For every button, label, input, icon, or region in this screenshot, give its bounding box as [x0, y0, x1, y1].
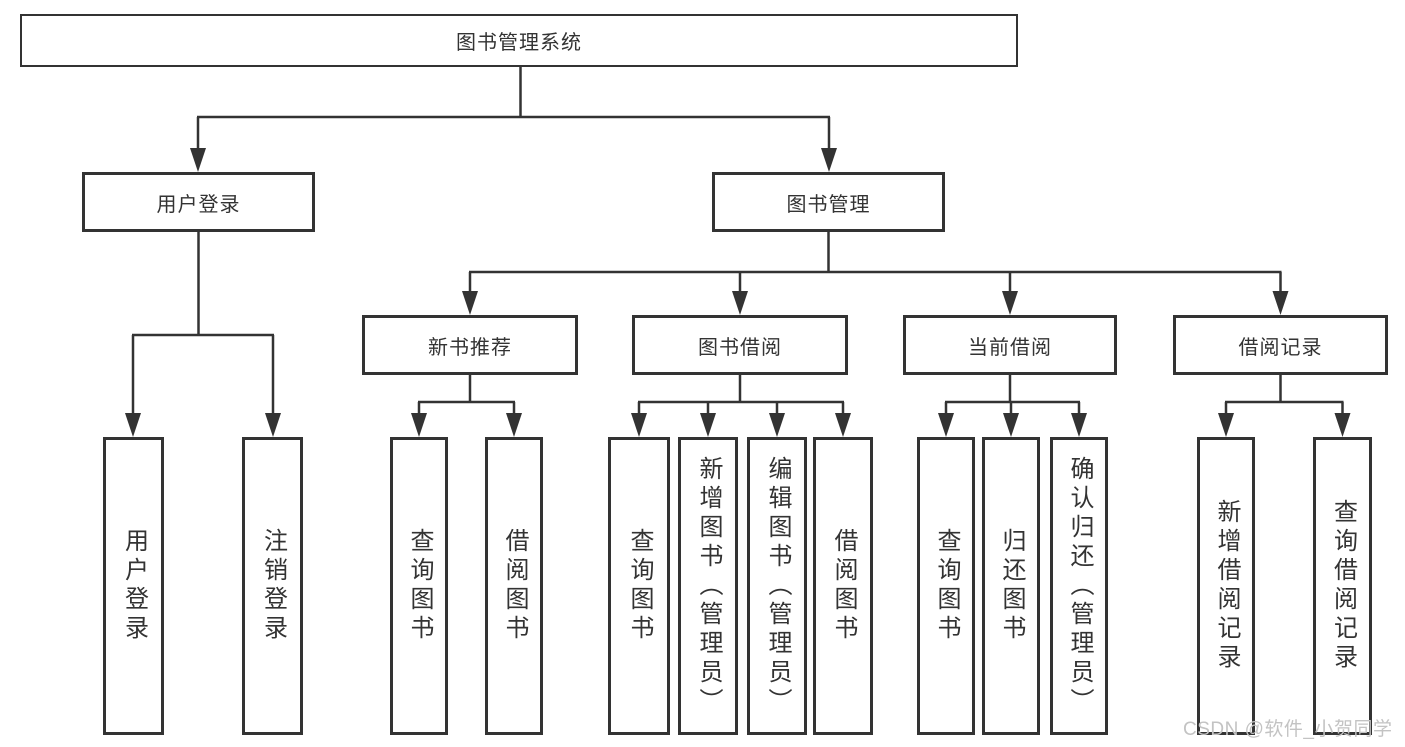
- leaf-borrow-books-recommend: 借阅图书: [485, 437, 543, 735]
- leaf-confirm-return-admin: 确认归还（管理员）: [1050, 437, 1108, 735]
- leaf-query-borrow-record: 查询借阅记录: [1313, 437, 1372, 735]
- leaf-logout: 注销登录: [242, 437, 303, 735]
- leaf-user-login: 用户登录: [103, 437, 164, 735]
- leaf-query-books-current: 查询图书: [917, 437, 975, 735]
- node-book-borrow: 图书借阅: [632, 315, 848, 375]
- arrowheads: [125, 148, 1351, 437]
- node-book-management: 图书管理: [712, 172, 945, 232]
- node-current-borrow: 当前借阅: [903, 315, 1117, 375]
- leaf-query-books-recommend: 查询图书: [390, 437, 448, 735]
- node-user-login: 用户登录: [82, 172, 315, 232]
- leaf-add-borrow-record: 新增借阅记录: [1197, 437, 1255, 735]
- leaf-query-books-borrow: 查询图书: [608, 437, 670, 735]
- leaf-borrow-books: 借阅图书: [813, 437, 873, 735]
- leaf-add-book-admin: 新增图书（管理员）: [678, 437, 738, 735]
- leaf-return-books: 归还图书: [982, 437, 1040, 735]
- node-root: 图书管理系统: [20, 14, 1018, 67]
- leaf-edit-book-admin: 编辑图书（管理员）: [747, 437, 807, 735]
- node-borrow-records: 借阅记录: [1173, 315, 1388, 375]
- csdn-watermark: CSDN @软件_小贺同学: [1183, 719, 1393, 740]
- node-new-book-recommend: 新书推荐: [362, 315, 578, 375]
